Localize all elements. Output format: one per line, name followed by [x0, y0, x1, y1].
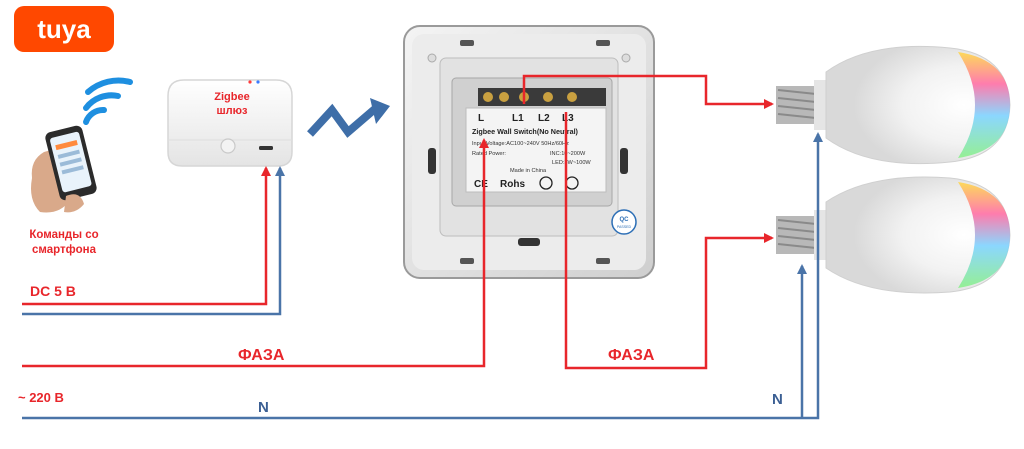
usb-port-icon — [259, 146, 273, 150]
qc-label: QC — [620, 217, 630, 223]
spec-made-in: Made in China — [510, 168, 547, 174]
terminal-screw-l — [483, 92, 493, 102]
tuya-logo-text: tuya — [37, 14, 91, 44]
hand-icon — [31, 125, 97, 213]
zigbee-hub: Zigbee шлюз — [167, 79, 293, 167]
terminal-screw-l2 — [543, 92, 553, 102]
terminal-label-l2: L2 — [538, 113, 550, 124]
hub-body — [167, 79, 293, 167]
terminal-label-l3: L3 — [562, 113, 574, 124]
hub-button — [220, 138, 236, 154]
weee-icon — [539, 176, 553, 190]
qc-passed-label: PASSED — [617, 225, 632, 229]
tuya-logo: tuya — [14, 6, 114, 52]
spec-led: LED:3W~100W — [552, 160, 591, 166]
spec-label — [465, 107, 607, 193]
smartphone: Команды со смартфона — [29, 77, 133, 256]
l2-out-wire — [564, 112, 774, 370]
hub-label-line1: Zigbee — [214, 91, 249, 103]
wall-switch: L L1 L2 L3 Zigbee Wall Switch(No Neutral… — [403, 25, 655, 279]
spec-title: Zigbee Wall Switch(No Neutral) — [472, 127, 579, 136]
qc-sticker — [611, 209, 637, 235]
light-bulb-bottom — [776, 176, 1011, 294]
terminal-label-l: L — [478, 113, 484, 124]
ce-mark: CE — [474, 179, 488, 190]
wireless-signal-arrow — [307, 98, 390, 138]
terminal-screw-l3 — [567, 92, 577, 102]
wires — [22, 74, 823, 420]
spec-input-voltage: Input Voltage:AC100~240V 50Hz/60Hz — [472, 141, 569, 147]
spec-rated-power: Rated Power: — [472, 151, 506, 157]
dc-positive-wire — [22, 166, 271, 306]
phase-label-left: ФАЗА — [238, 347, 285, 364]
terminal-block — [478, 88, 606, 106]
phase-in-wire — [22, 138, 489, 368]
neutral-top-wire — [22, 132, 823, 420]
terminal-label-l1: L1 — [512, 113, 524, 124]
phase-label-right: ФАЗА — [608, 347, 655, 364]
phone-caption-line2: смартфона — [32, 244, 97, 256]
phone-caption-line1: Команды со — [29, 229, 98, 241]
spec-inc: INC:10~200W — [550, 151, 586, 157]
dc-voltage-label: DC 5 B — [30, 283, 76, 299]
tuya-logo-badge — [14, 6, 114, 52]
hub-label-line2: шлюз — [216, 105, 248, 117]
ac-voltage-label: ~ 220 B — [18, 390, 64, 405]
neutral-label-right: N — [772, 391, 783, 408]
dc-negative-wire — [22, 166, 285, 316]
neutral-label-left: N — [258, 399, 269, 416]
light-bulb-top — [776, 45, 1011, 165]
l1-out-wire — [522, 74, 774, 109]
wifi-icon — [83, 77, 133, 125]
rohs-mark: Rohs — [500, 179, 525, 190]
